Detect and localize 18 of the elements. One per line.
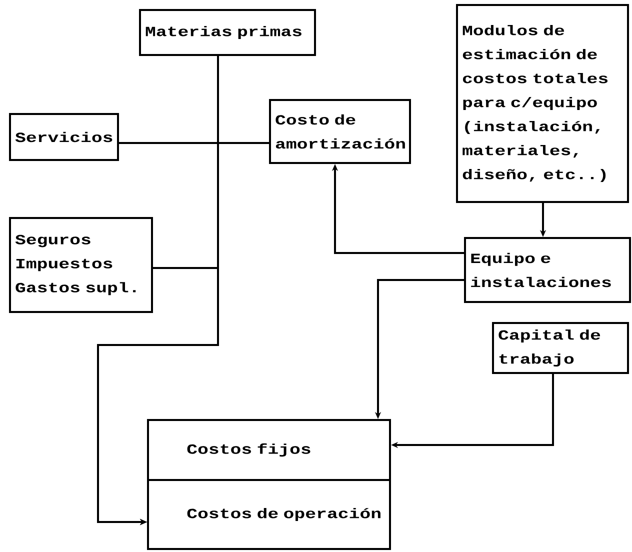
- box-text: Seguros Impuestos Gastos supl.: [15, 234, 136, 296]
- box-text: Costos fijos: [187, 443, 310, 457]
- process-box: [492, 322, 629, 374]
- process-box: [139, 9, 316, 56]
- table-row: [147, 419, 391, 481]
- box-text: Modulos de estimación de costos totales para c/equipo (instalación, materiales, diseño, etc..): [462, 24, 608, 182]
- box-text: Materias primas: [146, 26, 302, 40]
- table-row: [147, 479, 391, 550]
- process-box: [464, 237, 631, 303]
- box-text: Equipo e instalaciones: [471, 252, 611, 288]
- box-text: Servicios: [15, 132, 112, 142]
- process-box: [9, 113, 119, 161]
- box-text: Costo de amortización: [276, 114, 405, 149]
- process-box: [456, 4, 629, 203]
- process-box: [269, 99, 411, 164]
- box-text: Costos de operación: [187, 508, 380, 522]
- box-text: Capital de trabajo: [498, 329, 600, 367]
- process-box: [9, 217, 153, 313]
